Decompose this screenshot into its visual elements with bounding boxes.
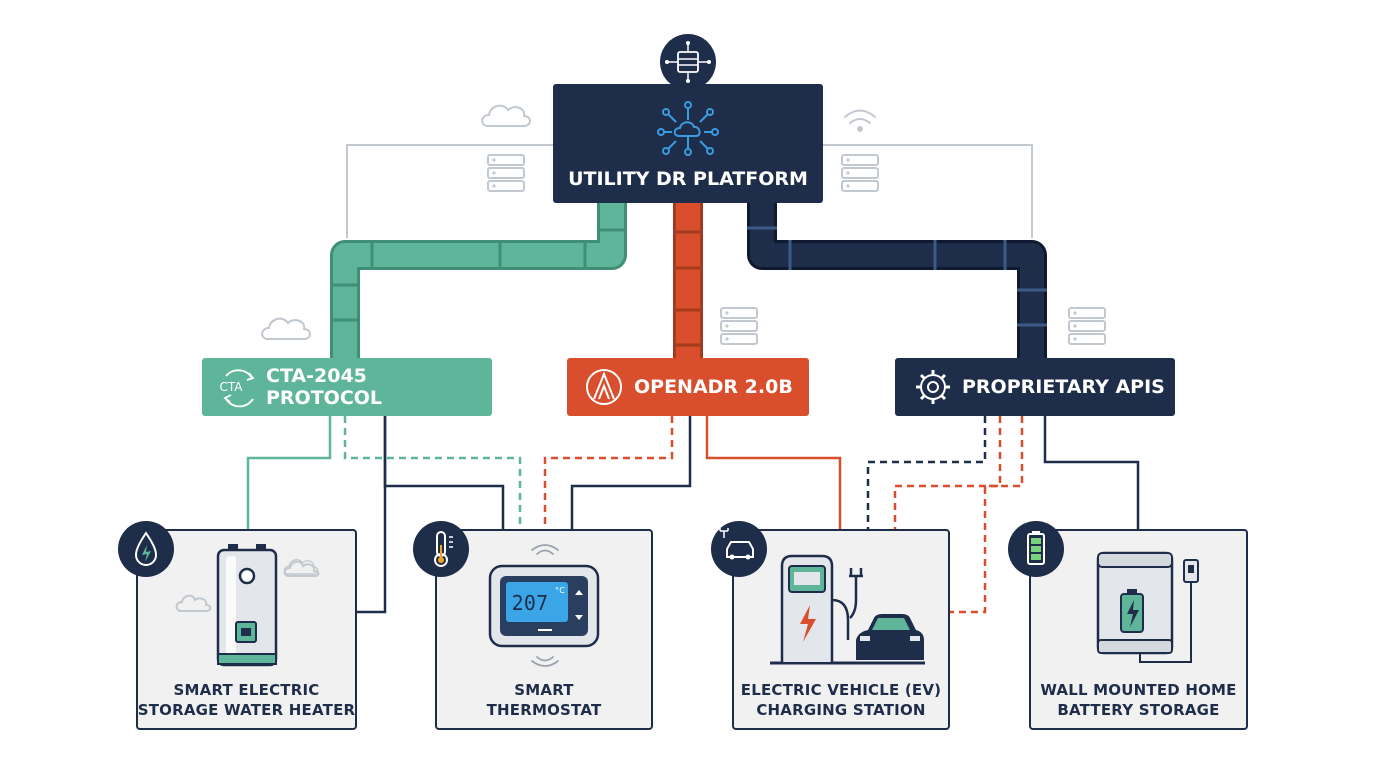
thermostat-display-unit: °C	[555, 586, 565, 595]
water-heater-label: SMART ELECTRIC STORAGE WATER HEATER	[137, 680, 356, 720]
server-icon	[1068, 307, 1106, 345]
water-drop-bolt-icon	[118, 521, 174, 577]
openadr-box	[567, 358, 809, 416]
network-hub-icon	[660, 34, 716, 90]
water-heater-label-line1: SMART ELECTRIC	[173, 681, 320, 699]
server-icon	[487, 154, 525, 192]
thermostat-display-value: 207	[511, 591, 549, 615]
cta-2045-box	[202, 358, 492, 416]
connection-lines	[246, 416, 1140, 614]
battery-icon	[1008, 521, 1064, 577]
wifi-icon	[844, 109, 876, 132]
water-heater-illustration	[175, 544, 320, 667]
ev-charger-label: ELECTRIC VEHICLE (EV) CHARGING STATION	[733, 680, 949, 720]
background-frame-lines	[346, 144, 1033, 238]
thermostat-label-line1: SMART	[514, 681, 574, 699]
openadr-logo-icon	[586, 369, 622, 405]
proprietary-apis-box	[895, 358, 1175, 416]
ev-charger-illustration	[770, 554, 925, 665]
proprietary-apis-label: PROPRIETARY APIS	[962, 376, 1165, 398]
home-battery-label-line2: BATTERY STORAGE	[1057, 701, 1220, 719]
platform-title: UTILITY DR PLATFORM	[568, 168, 808, 190]
cta-2045-label: CTA-2045 PROTOCOL	[266, 365, 383, 409]
thermostat-label: SMART THERMOSTAT	[436, 680, 652, 720]
gear-icon	[916, 370, 950, 404]
openadr-label: OPENADR 2.0B	[634, 376, 793, 398]
ev-car-icon	[711, 521, 767, 577]
pipe-proprietary	[747, 203, 1047, 360]
cloud-icon	[261, 317, 311, 340]
server-icon	[720, 307, 758, 345]
cloud-icon	[481, 104, 531, 127]
pipe-openadr	[673, 203, 703, 360]
cta-cycle-icon	[223, 369, 255, 408]
ev-charger-label-line1: ELECTRIC VEHICLE (EV)	[740, 681, 942, 699]
home-battery-label: WALL MOUNTED HOME BATTERY STORAGE	[1030, 680, 1247, 720]
ev-charger-label-line2: CHARGING STATION	[756, 701, 926, 719]
home-battery-label-line1: WALL MOUNTED HOME	[1040, 681, 1237, 699]
battery-illustration	[1096, 551, 1199, 663]
server-icon	[841, 154, 879, 192]
pipe-cta	[330, 203, 627, 360]
water-heater-label-line2: STORAGE WATER HEATER	[137, 701, 356, 719]
thermometer-icon	[413, 521, 469, 577]
thermostat-label-line2: THERMOSTAT	[486, 701, 602, 719]
cloud-network-icon	[657, 101, 719, 156]
thermostat-illustration	[488, 544, 600, 667]
cta-badge-text: CTA	[219, 380, 243, 394]
